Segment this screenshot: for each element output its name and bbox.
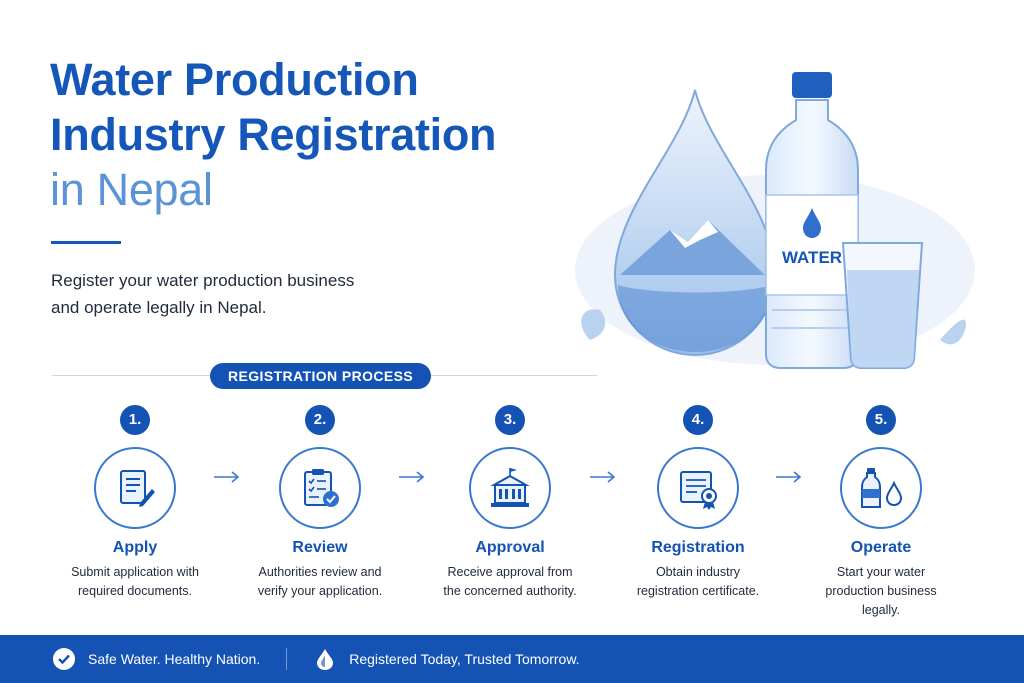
footer-item-registered: Registered Today, Trusted Tomorrow.	[313, 647, 580, 671]
government-building-icon	[490, 468, 530, 507]
subtitle-line-2: and operate legally in Nepal.	[51, 298, 267, 317]
arrow-right-icon	[399, 471, 425, 483]
step-number: 3.	[495, 405, 525, 435]
step-number: 4.	[683, 405, 713, 435]
title-underline	[51, 241, 121, 244]
certificate-icon	[680, 471, 717, 510]
splash-left	[581, 309, 606, 340]
splash-right	[940, 319, 966, 345]
step-number: 5.	[866, 405, 896, 435]
step-icon-circle	[657, 447, 739, 529]
step-title: Review	[292, 539, 348, 556]
hero-illustration: WATER	[575, 72, 975, 369]
mountain	[620, 220, 765, 275]
step-description: Obtain industry registration certificate…	[636, 565, 760, 598]
step-icon-circle	[279, 447, 361, 529]
title-line-2: Industry Registration	[50, 109, 497, 160]
step-icon-circle	[94, 447, 176, 529]
step-icon-circle	[840, 447, 922, 529]
arrow-right-icon	[590, 471, 616, 483]
footer-text-2: Registered Today, Trusted Tomorrow.	[349, 651, 580, 667]
step-description: Submit application with required documen…	[71, 565, 199, 598]
step-operate: 5. Operate Start your water production b…	[801, 405, 961, 620]
glass-water	[847, 270, 919, 368]
page-title: Water Production Industry Registration i…	[50, 52, 610, 217]
footer-text-1: Safe Water. Healthy Nation.	[88, 651, 261, 667]
check-circle-icon	[52, 647, 76, 671]
bottle-drop-icon	[803, 208, 821, 238]
step-apply: 1. Apply Submit application with require…	[55, 405, 215, 601]
step-title: Apply	[112, 539, 158, 556]
document-pen-icon	[120, 470, 155, 507]
step-number: 2.	[305, 405, 335, 435]
title-line-1: Water Production	[50, 54, 419, 105]
step-description: Receive approval from the concerned auth…	[443, 565, 577, 598]
mountain-snow	[670, 220, 718, 248]
step-icon-circle	[469, 447, 551, 529]
step-description: Start your water production business leg…	[825, 565, 937, 617]
clipboard-check-icon	[304, 469, 339, 507]
water-drop-icon	[313, 647, 337, 671]
step-registration: 4. Registration Obtain industry registra…	[618, 405, 778, 601]
footer-item-safe-water: Safe Water. Healthy Nation.	[52, 647, 260, 671]
arrow-right-icon	[776, 471, 802, 483]
subtitle-line-1: Register your water production business	[51, 271, 355, 290]
step-title: Operate	[850, 539, 912, 556]
arrow-right-icon	[214, 471, 240, 483]
bottle-label: WATER	[782, 248, 842, 267]
step-title: Approval	[475, 539, 545, 556]
subtitle: Register your water production business …	[51, 267, 431, 321]
water-drop	[613, 89, 777, 357]
lake	[618, 285, 772, 352]
step-approval: 3. Approval Receive approval from the co…	[430, 405, 590, 601]
footer-banner: Safe Water. Healthy Nation. Registered T…	[0, 635, 1024, 683]
footer-divider	[286, 648, 288, 670]
title-line-3: in Nepal	[50, 164, 213, 215]
bottle-drop-icon	[861, 468, 903, 508]
step-description: Authorities review and verify your appli…	[257, 565, 383, 598]
process-badge: REGISTRATION PROCESS	[210, 363, 432, 389]
bottle-cap	[792, 72, 832, 98]
step-number: 1.	[120, 405, 150, 435]
step-title: Registration	[651, 539, 745, 556]
step-review: 2. Review Authorities review and verify …	[240, 405, 400, 601]
